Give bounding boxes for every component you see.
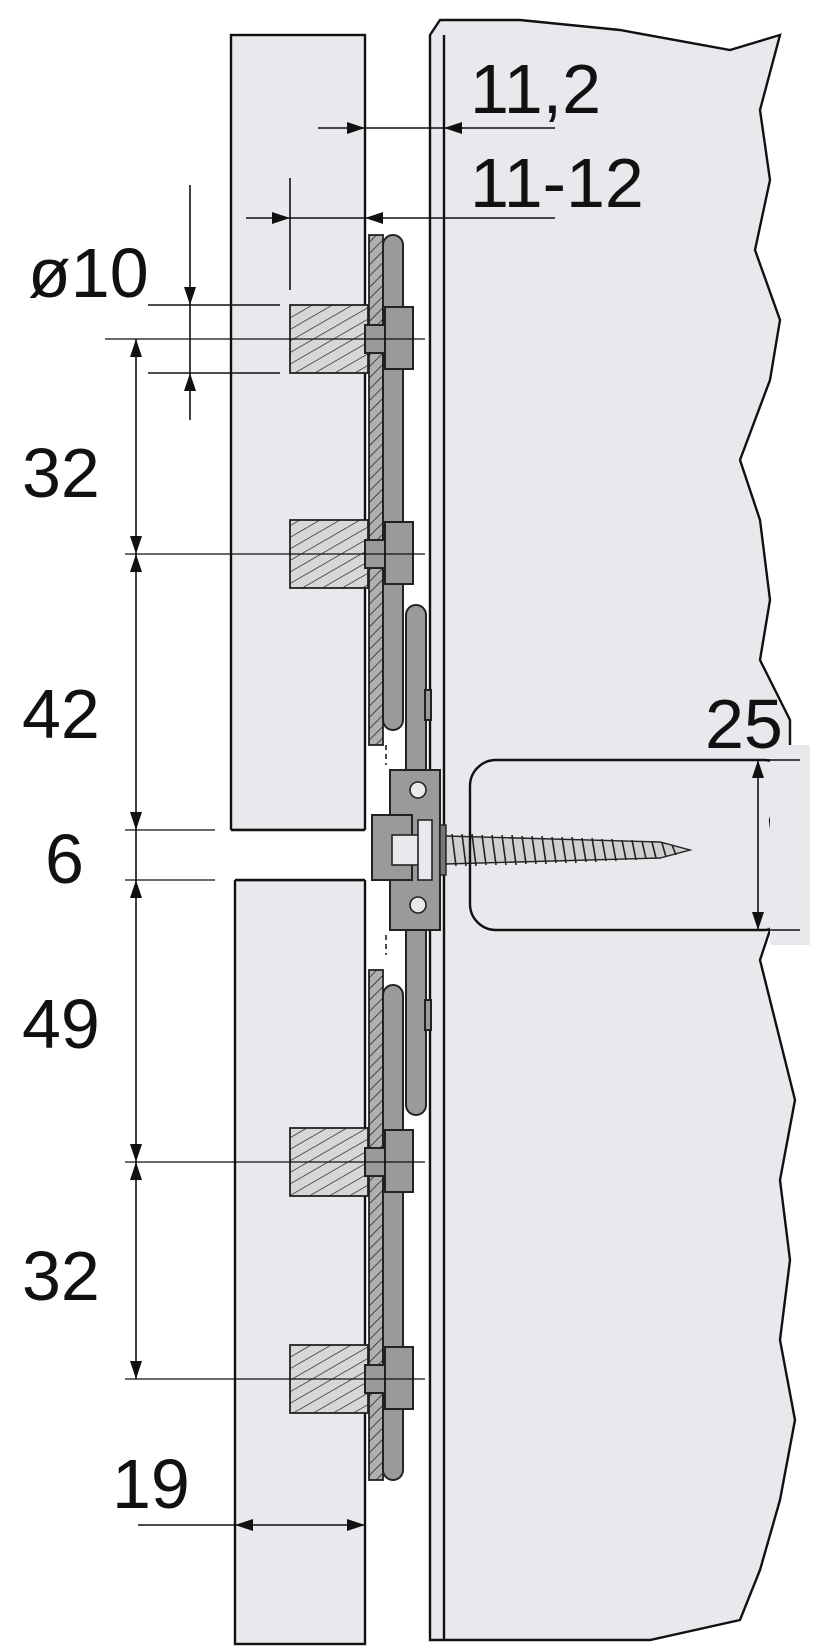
wall-screw — [439, 824, 693, 876]
label-19: 19 — [112, 1445, 190, 1523]
label-11-2: 11,2 — [470, 50, 601, 128]
label-42: 42 — [22, 675, 100, 753]
label-11-12: 11-12 — [470, 144, 644, 222]
label-32-bottom: 32 — [22, 1237, 100, 1315]
lower-hinge-arm — [405, 914, 427, 1116]
lower-mounting-plate — [368, 969, 384, 1481]
upper-door-panel — [229, 33, 367, 832]
label-32-top: 32 — [22, 434, 100, 512]
label-25: 25 — [705, 685, 783, 763]
label-49: 49 — [22, 985, 100, 1063]
wall-panel — [428, 18, 797, 1642]
label-6: 6 — [45, 820, 84, 898]
upper-mounting-plate — [368, 234, 384, 746]
lower-door-panel — [233, 878, 367, 1646]
label-d10: ø10 — [28, 234, 149, 312]
